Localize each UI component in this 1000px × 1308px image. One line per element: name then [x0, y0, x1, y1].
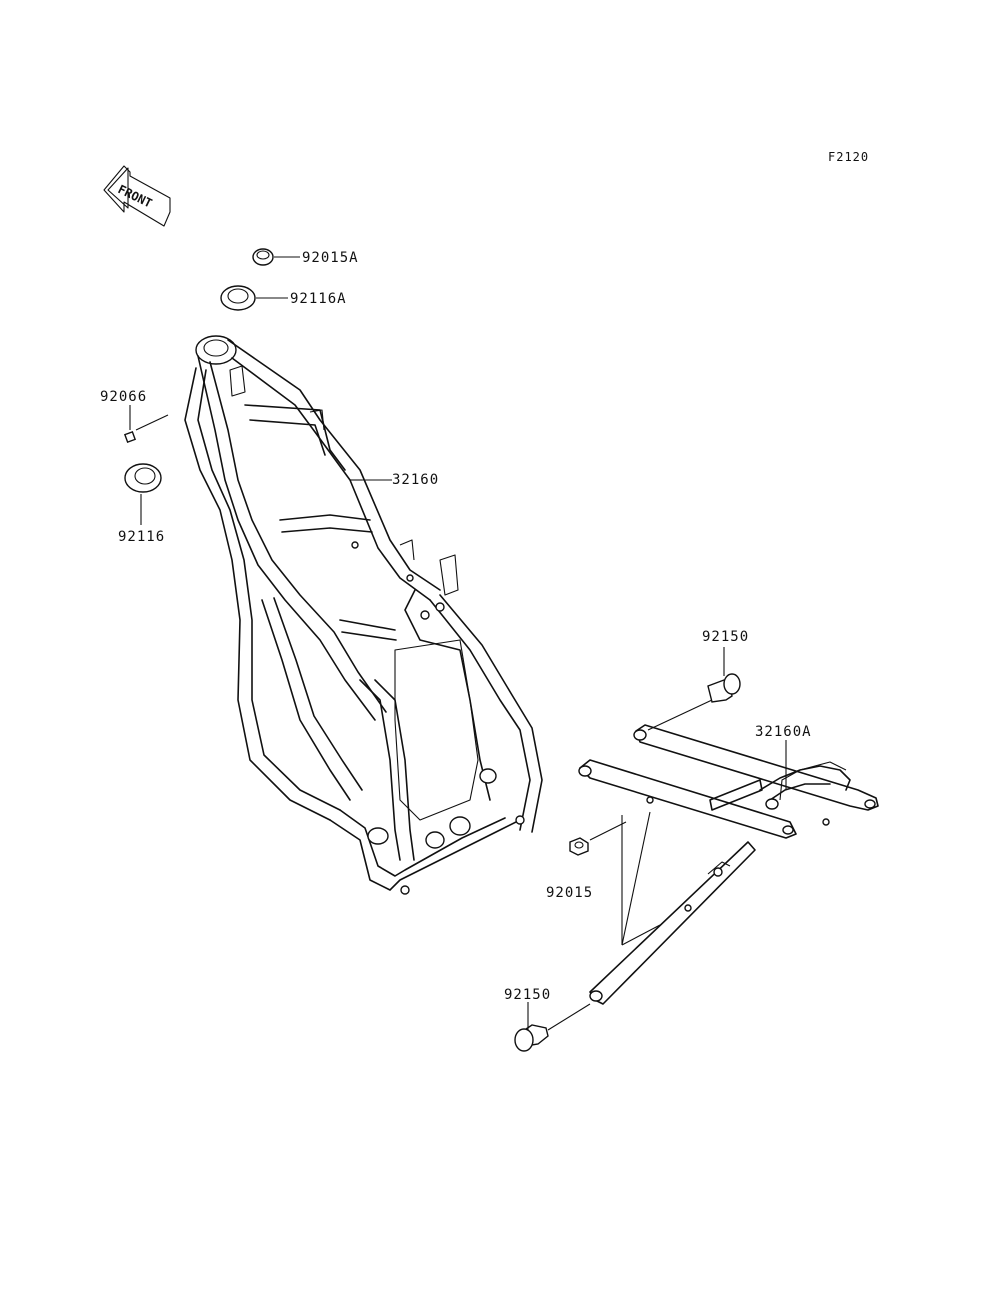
- diagram-code: F2120: [828, 150, 869, 164]
- part-92015-nut[interactable]: [569, 811, 661, 946]
- label-92116A: 92116A: [290, 291, 347, 307]
- front-direction-arrow-icon: FRONT: [103, 165, 171, 227]
- part-92116-seal[interactable]: [124, 463, 162, 525]
- part-92116A-seal[interactable]: [220, 285, 288, 311]
- rear-subframe-32160A[interactable]: [578, 724, 879, 1005]
- label-92015: 92015: [546, 885, 593, 901]
- label-92150-top: 92150: [702, 629, 749, 645]
- part-92150-bottom-bolt[interactable]: [514, 1002, 591, 1052]
- label-92150-bottom: 92150: [504, 987, 551, 1003]
- label-92015A: 92015A: [302, 250, 359, 266]
- label-32160A: 32160A: [755, 724, 812, 740]
- part-92150-top-bolt[interactable]: [647, 647, 741, 731]
- label-92116: 92116: [118, 529, 165, 545]
- part-92066-bolt[interactable]: [123, 405, 169, 444]
- label-92066: 92066: [100, 389, 147, 405]
- label-32160: 32160: [392, 472, 439, 488]
- main-frame-32160[interactable]: [184, 335, 543, 895]
- part-92015A-nut[interactable]: [252, 248, 300, 266]
